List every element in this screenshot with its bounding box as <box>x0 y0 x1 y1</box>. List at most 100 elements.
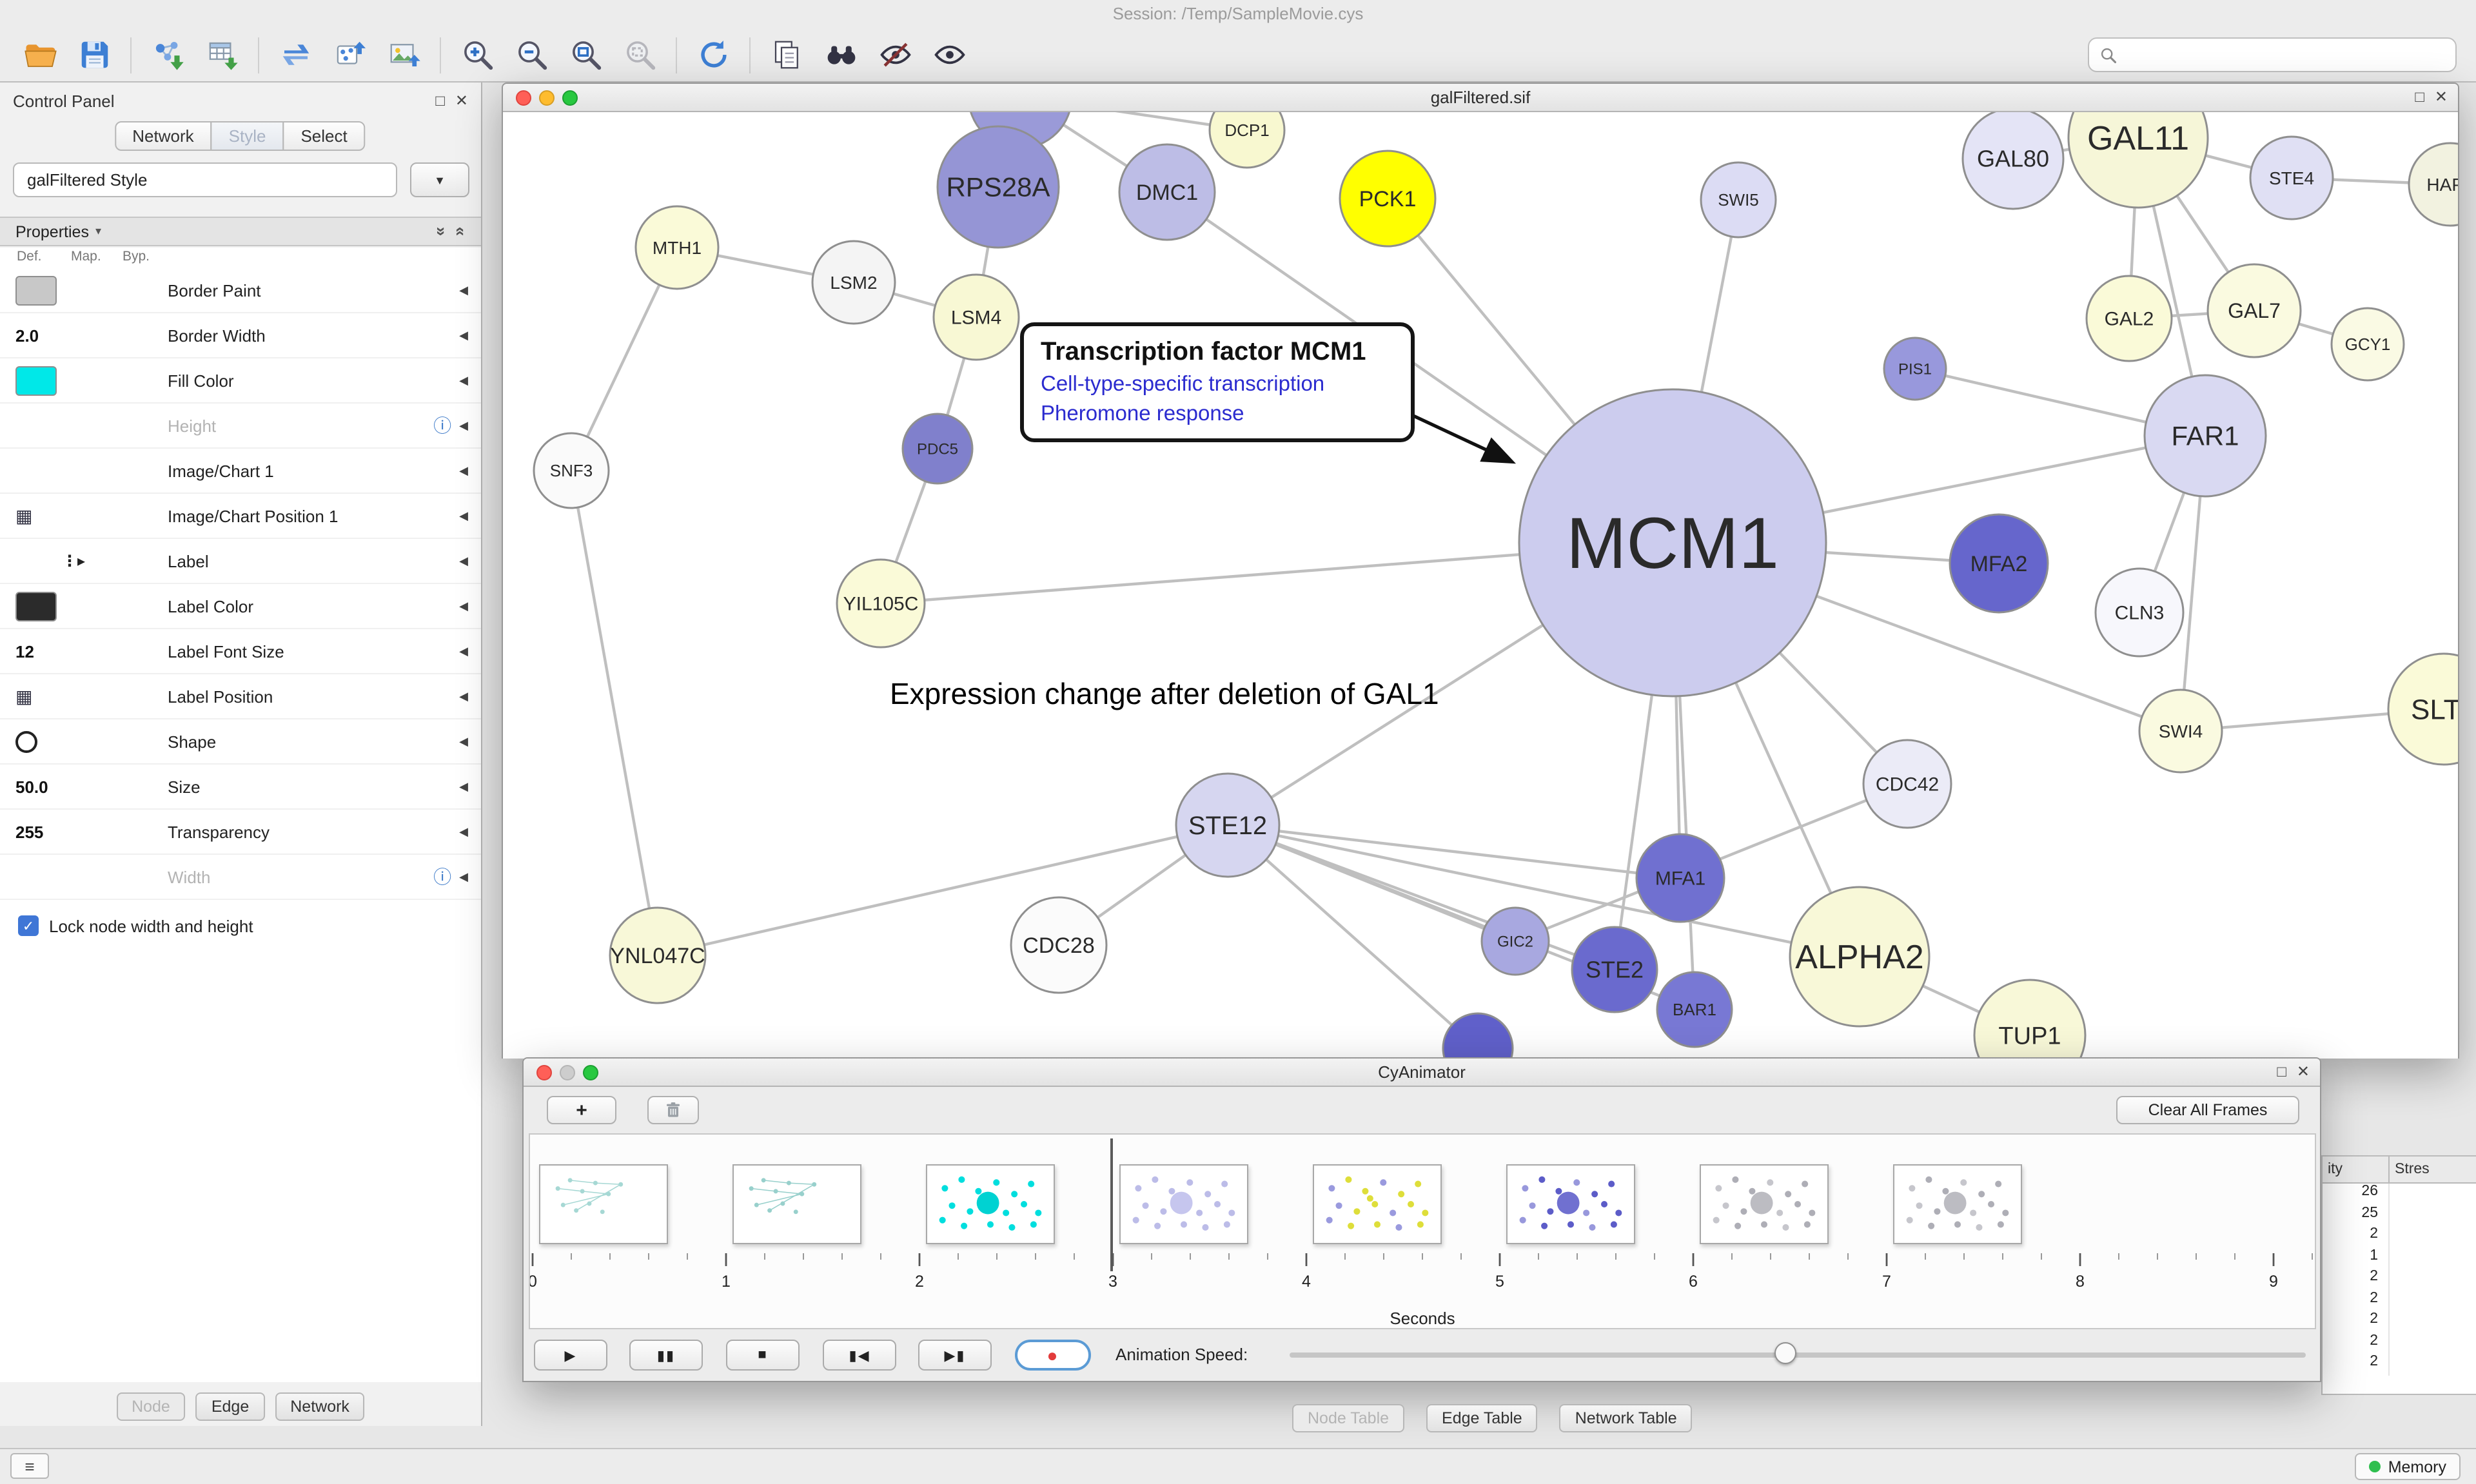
table-row[interactable]: 2 <box>2323 1354 2476 1375</box>
network-edge[interactable] <box>1227 823 1681 880</box>
network-node-cdc28[interactable] <box>1010 896 1108 994</box>
network-edge[interactable] <box>569 470 660 956</box>
network-node-yil105c[interactable] <box>836 558 926 649</box>
zoom-window-icon[interactable] <box>583 1065 598 1080</box>
copy-icon[interactable] <box>765 33 809 77</box>
network-node-lsm4[interactable] <box>932 273 1020 361</box>
network-node-dmc1[interactable] <box>1118 143 1216 241</box>
add-frame-button[interactable]: + <box>547 1096 616 1124</box>
close-window-icon[interactable] <box>516 90 531 106</box>
float-window-icon[interactable]: □ <box>2415 88 2424 106</box>
hide-selected-icon[interactable] <box>873 33 917 77</box>
expand-property-icon[interactable]: ◀ <box>459 464 468 476</box>
network-node-snf3[interactable] <box>533 432 610 509</box>
info-icon[interactable]: ⓘ <box>433 866 452 887</box>
minimize-window-icon[interactable] <box>539 90 555 106</box>
panel-tab-network[interactable]: Network <box>275 1392 365 1421</box>
close-panel-icon[interactable]: ✕ <box>455 92 468 110</box>
default-value-cell[interactable]: 255 <box>0 822 62 841</box>
table-row[interactable]: 2 <box>2323 1333 2476 1354</box>
network-node-mfa1[interactable] <box>1635 833 1725 923</box>
network-window-titlebar[interactable]: galFiltered.sif □ ✕ <box>503 84 2458 112</box>
tab-style[interactable]: Style <box>210 121 284 151</box>
info-icon[interactable]: ⓘ <box>433 415 452 436</box>
expand-all-icon[interactable]: » <box>431 226 451 237</box>
network-node-mth1[interactable] <box>634 205 720 290</box>
network-node-pdc5[interactable] <box>901 413 974 485</box>
zoom-out-icon[interactable] <box>509 33 553 77</box>
next-frame-button[interactable]: ▶▮ <box>918 1340 992 1371</box>
properties-header[interactable]: Properties ▾ » « <box>0 217 481 246</box>
panel-tab-node[interactable]: Node <box>116 1392 186 1421</box>
expand-property-icon[interactable]: ◀ <box>459 644 468 657</box>
style-options-dropdown-button[interactable]: ▼ <box>410 162 469 197</box>
network-node-lsm2[interactable] <box>811 240 896 325</box>
table-row[interactable]: 2 <box>2323 1311 2476 1333</box>
expand-property-icon[interactable]: ◀ <box>459 554 468 567</box>
default-value-cell[interactable] <box>0 366 62 395</box>
network-node-cln3[interactable] <box>2094 567 2185 658</box>
pause-button[interactable]: ▮▮ <box>629 1340 703 1371</box>
property-row-shape[interactable]: Shape◀ <box>0 719 481 765</box>
play-button[interactable]: ▶ <box>534 1340 607 1371</box>
network-canvas[interactable]: RPS28ADMC1DCP1PCK1SWI5GAL80GAL11STE4HAP2… <box>503 112 2458 1059</box>
network-node-gal2[interactable] <box>2085 275 2173 362</box>
annotation-link-2[interactable]: Pheromone response <box>1041 402 1244 425</box>
expand-property-icon[interactable]: ◀ <box>459 509 468 522</box>
zoom-selected-icon[interactable] <box>618 33 662 77</box>
lock-node-size-checkbox[interactable]: ✓ <box>18 915 39 936</box>
stop-button[interactable]: ■ <box>726 1340 800 1371</box>
network-node-ste12[interactable] <box>1175 772 1281 878</box>
panel-toggle-button[interactable]: ≡ <box>10 1453 49 1479</box>
frame-thumbnail-2[interactable] <box>732 1164 861 1244</box>
property-row-label[interactable]: ⋮▸Label◀ <box>0 539 481 584</box>
network-edge[interactable] <box>1226 824 1479 1050</box>
frame-thumbnail-8[interactable] <box>1893 1164 2022 1244</box>
network-node-mfa2[interactable] <box>1949 513 2049 614</box>
clear-all-frames-button[interactable]: Clear All Frames <box>2116 1096 2299 1124</box>
expand-property-icon[interactable]: ◀ <box>459 283 468 296</box>
find-icon[interactable] <box>819 33 863 77</box>
table-column-header[interactable]: ity <box>2323 1157 2390 1182</box>
expand-property-icon[interactable]: ◀ <box>459 870 468 883</box>
network-node-slt2[interactable] <box>2387 652 2458 766</box>
import-network-icon[interactable] <box>146 33 190 77</box>
expand-property-icon[interactable]: ◀ <box>459 373 468 386</box>
network-node-gal7[interactable] <box>2206 263 2302 358</box>
network-node-pck1[interactable] <box>1339 150 1437 248</box>
network-node-swi5[interactable] <box>1700 161 1777 239</box>
delete-frame-button[interactable] <box>647 1096 699 1124</box>
search-box[interactable] <box>2088 37 2457 72</box>
network-node-dcp1[interactable] <box>1208 112 1286 169</box>
table-row[interactable]: 1 <box>2323 1247 2476 1269</box>
table-row[interactable]: 25 <box>2323 1205 2476 1226</box>
network-node-bar1[interactable] <box>1656 971 1733 1048</box>
frame-thumbnail-3[interactable] <box>926 1164 1055 1244</box>
network-node-ste4[interactable] <box>2249 135 2334 220</box>
network-node[interactable] <box>1442 1012 1514 1059</box>
export-image-icon[interactable] <box>382 33 426 77</box>
color-swatch[interactable] <box>15 366 57 395</box>
color-swatch[interactable] <box>15 275 57 305</box>
expand-property-icon[interactable]: ◀ <box>459 599 468 612</box>
network-node-tup1[interactable] <box>1973 979 2087 1059</box>
mapping-cell[interactable]: ⋮▸ <box>62 552 116 570</box>
property-row-border-paint[interactable]: Border Paint◀ <box>0 268 481 313</box>
close-view-icon[interactable]: ✕ <box>2296 1062 2310 1080</box>
expand-property-icon[interactable]: ◀ <box>459 779 468 792</box>
default-value-cell[interactable]: ▦ <box>0 687 62 705</box>
table-column-header[interactable]: Stres <box>2395 1162 2430 1177</box>
network-node-swi4[interactable] <box>2138 688 2223 774</box>
property-row-image-chart-position-1[interactable]: ▦Image/Chart Position 1◀ <box>0 494 481 539</box>
network-node-gal80[interactable] <box>1961 112 2065 210</box>
animation-timeline[interactable]: 0123456789 <box>529 1133 2316 1329</box>
search-input[interactable] <box>2125 44 2445 66</box>
property-row-label-position[interactable]: ▦Label Position◀ <box>0 674 481 719</box>
network-node-gic2[interactable] <box>1480 906 1550 976</box>
frame-thumbnail-4[interactable] <box>1119 1164 1248 1244</box>
default-value-cell[interactable] <box>0 730 62 752</box>
zoom-window-icon[interactable] <box>562 90 578 106</box>
